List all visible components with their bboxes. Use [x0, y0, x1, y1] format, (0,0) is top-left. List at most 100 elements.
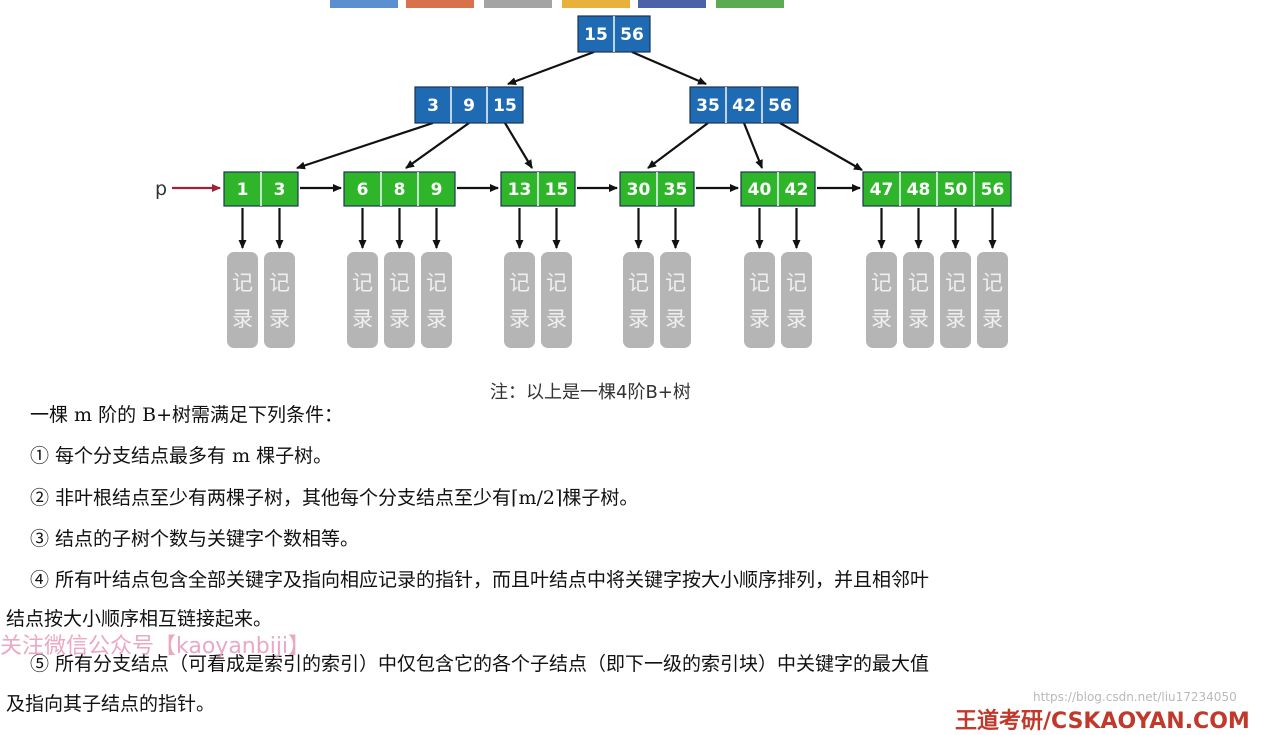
record-box [504, 252, 535, 348]
condition-4-line1: ④ 所有叶结点包含全部关键字及指向相应记录的指针，而且叶结点中将关键字按大小顺序… [30, 569, 930, 591]
record-label: 录 [269, 307, 290, 331]
edge-internal-leaf [742, 122, 764, 169]
record-box [421, 252, 452, 348]
record-label: 记 [628, 271, 649, 295]
key-label: 56 [768, 96, 792, 116]
record-label: 录 [982, 307, 1003, 331]
record-box [541, 252, 572, 348]
key-label: 47 [870, 180, 894, 200]
record-box [781, 252, 812, 348]
record-label: 记 [269, 271, 290, 295]
key-label: 56 [981, 180, 1005, 200]
key-label: 6 [357, 180, 369, 200]
record-label: 录 [908, 307, 929, 331]
record-box [384, 252, 415, 348]
edge-root-right [631, 50, 707, 86]
condition-5-line2: 及指向其子结点的指针。 [6, 693, 216, 715]
top-color-strip [406, 0, 474, 8]
key-label: 35 [696, 96, 720, 116]
top-color-strip [330, 0, 398, 8]
record-label: 录 [665, 307, 686, 331]
top-color-strip [562, 0, 630, 8]
record-box [940, 252, 971, 348]
conditions-intro: 一棵 m 阶的 B+树需满足下列条件： [30, 404, 344, 426]
record-label: 录 [786, 307, 807, 331]
record-label: 记 [786, 271, 807, 295]
record-label: 录 [426, 307, 447, 331]
key-label: 9 [463, 96, 475, 116]
top-color-strip [638, 0, 706, 8]
watermark-brand: 王道考研/CSKAOYAN.COM [955, 709, 1250, 734]
internal-node-box [689, 86, 799, 124]
record-label: 录 [232, 307, 253, 331]
key-label: 9 [431, 180, 443, 200]
key-label: 56 [620, 25, 644, 45]
top-color-strip [484, 0, 552, 8]
record-label: 记 [546, 271, 567, 295]
key-label: 42 [732, 96, 756, 116]
record-label: 录 [352, 307, 373, 331]
edge-internal-leaf [296, 121, 434, 170]
leaf-node: 6 8 9 [343, 171, 456, 207]
record-label: 记 [749, 271, 770, 295]
record-label: 录 [945, 307, 966, 331]
record-box [744, 252, 775, 348]
key-label: 35 [664, 180, 688, 200]
leaf-node: 47 48 50 56 [862, 171, 1012, 207]
record-box [264, 252, 295, 348]
key-label: 40 [748, 180, 772, 200]
record-label: 录 [628, 307, 649, 331]
record-box [347, 252, 378, 348]
record-label: 记 [389, 271, 410, 295]
leaf-node: 30 35 [619, 171, 695, 207]
record-label: 记 [982, 271, 1003, 295]
record-label: 录 [871, 307, 892, 331]
key-label: 15 [584, 25, 608, 45]
record-box [866, 252, 897, 348]
condition-1: ① 每个分支结点最多有 m 棵子树。 [30, 445, 333, 467]
record-box [227, 252, 258, 348]
record-box [660, 252, 691, 348]
condition-4-line2: 结点按大小顺序相互链接起来。 [6, 608, 273, 630]
record-label: 录 [389, 307, 410, 331]
internal-node: 3 9 15 [414, 86, 524, 124]
key-label: 3 [427, 96, 439, 116]
condition-3: ③ 结点的子树个数与关键字个数相等。 [30, 528, 360, 550]
condition-5-line1: ⑤ 所有分支结点（可看成是索引的索引）中仅包含它的各个子结点（即下一级的索引块）… [30, 653, 930, 675]
record-label: 记 [232, 271, 253, 295]
key-label: 1 [237, 180, 249, 200]
pointer-p-label: p [155, 178, 167, 200]
record-box [977, 252, 1008, 348]
key-label: 8 [394, 180, 406, 200]
edge-internal-leaf [647, 122, 709, 169]
diagram-note: 注：以上是一棵4阶B+树 [490, 382, 691, 403]
record-label: 记 [665, 271, 686, 295]
edge-internal-leaf [504, 122, 533, 169]
internal-node: 35 42 56 [689, 86, 799, 124]
key-label: 15 [493, 96, 517, 116]
record-label: 录 [749, 307, 770, 331]
record-label: 记 [426, 271, 447, 295]
record-label: 记 [352, 271, 373, 295]
record-box [903, 252, 934, 348]
watermark-csdn: https://blog.csdn.net/liu17234050 [1033, 690, 1237, 704]
record-label: 录 [546, 307, 567, 331]
key-label: 30 [627, 180, 651, 200]
edge-root-left [507, 50, 595, 86]
record-label: 记 [945, 271, 966, 295]
edge-internal-leaf [405, 122, 470, 169]
key-label: 3 [274, 180, 286, 200]
key-label: 50 [944, 180, 968, 200]
leaf-node-box [343, 171, 456, 207]
key-label: 13 [508, 180, 532, 200]
record-box [623, 252, 654, 348]
record-label: 记 [509, 271, 530, 295]
key-label: 48 [907, 180, 931, 200]
record-label: 记 [908, 271, 929, 295]
record-label: 录 [509, 307, 530, 331]
